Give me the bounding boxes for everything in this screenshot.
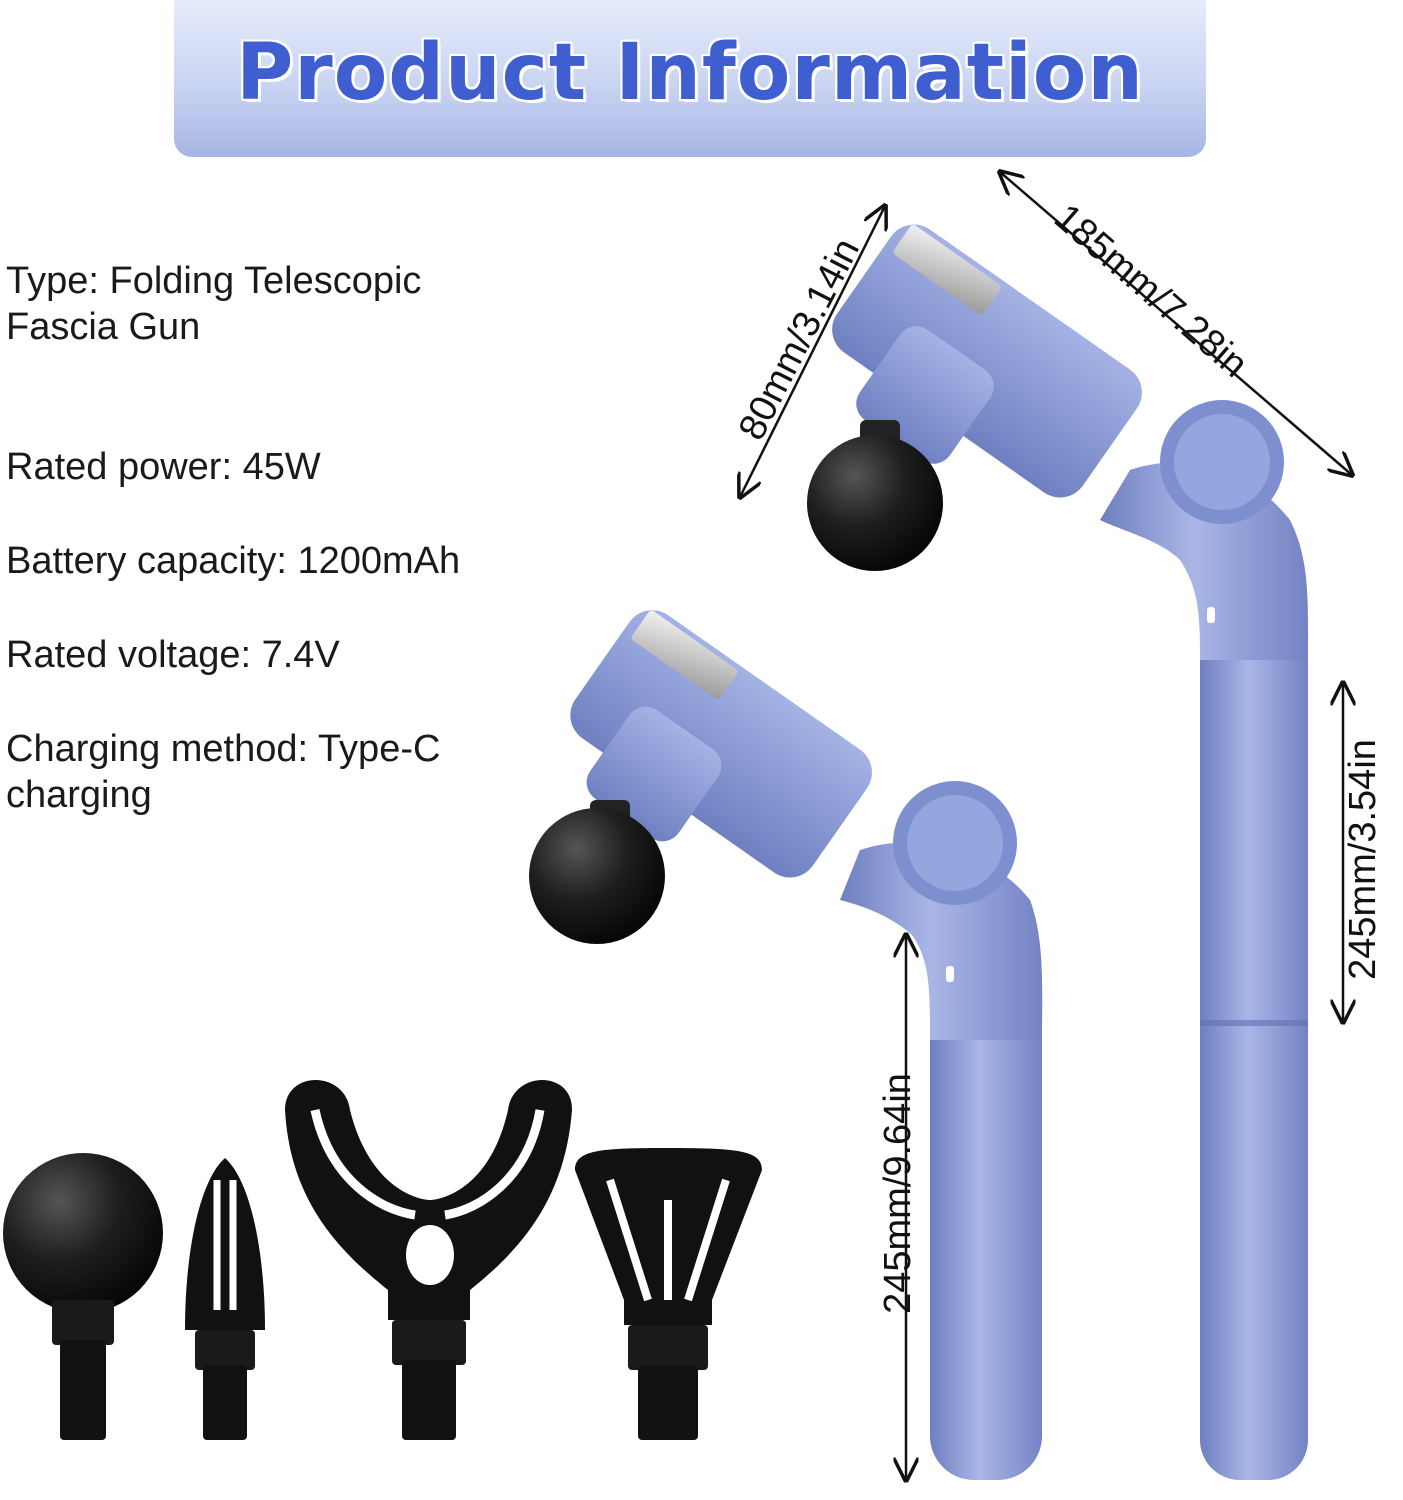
massage-gun-folded-icon xyxy=(529,610,1043,1480)
spec-battery: Battery capacity: 1200mAh xyxy=(6,540,461,582)
dimension-label-extension: 245mm/3.54in xyxy=(1341,739,1384,980)
title-banner: Product Information xyxy=(174,0,1206,157)
ball-head-icon xyxy=(3,1153,163,1440)
spec-charging: Charging method: Type-C charging xyxy=(6,726,526,818)
spec-charging-line1: Charging method: Type-C xyxy=(6,728,441,770)
spec-type-line1: Type: Folding Telescopic xyxy=(6,260,422,302)
page-title: Product Information xyxy=(236,28,1144,118)
bullet-head-icon xyxy=(185,1158,265,1440)
spec-charging-line2: charging xyxy=(6,774,152,816)
spec-type-line2: Fascia Gun xyxy=(6,306,201,348)
u-fork-head-icon xyxy=(285,1080,573,1440)
dimension-arrow-head-length xyxy=(1000,172,1352,475)
spec-type: Type: Folding Telescopic Fascia Gun xyxy=(6,258,526,350)
flat-head-icon xyxy=(575,1148,762,1440)
dimension-label-handle: 245mm/9.64in xyxy=(876,1073,919,1314)
spec-power: Rated power: 45W xyxy=(6,446,321,488)
dimension-arrow-head-height xyxy=(740,206,885,497)
spec-voltage: Rated voltage: 7.4V xyxy=(6,634,340,676)
massage-gun-extended-icon xyxy=(807,224,1309,1480)
